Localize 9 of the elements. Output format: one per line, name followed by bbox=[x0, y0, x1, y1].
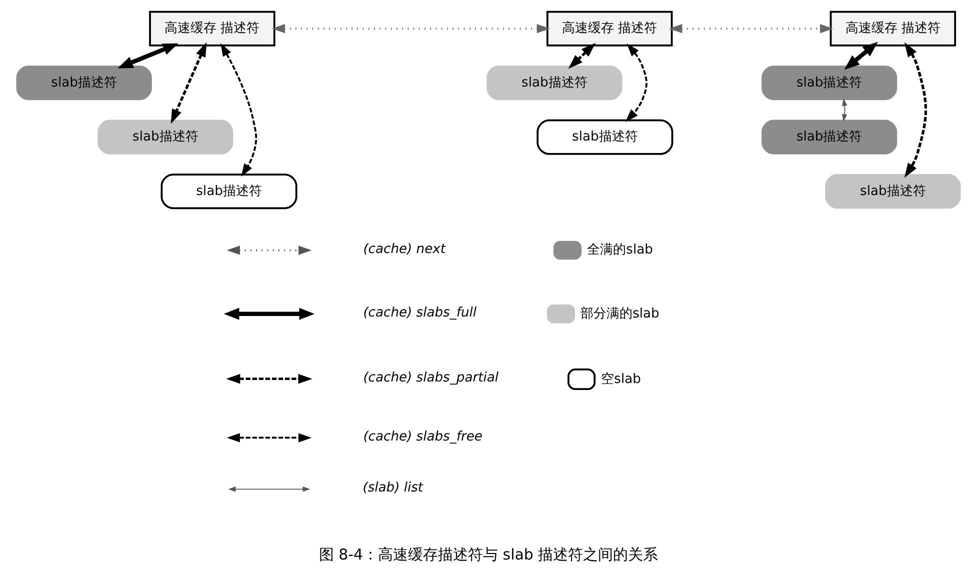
legend-label: (slab) list bbox=[362, 480, 424, 496]
legend-label: 部分满的slab bbox=[580, 306, 660, 322]
legend-label: 全满的slab bbox=[587, 242, 653, 258]
legend-label: (cache) slabs_free bbox=[363, 429, 482, 444]
caption: 图 8-4：高速缓存描述符与 slab 描述符之间的关系 bbox=[318, 546, 658, 564]
legend-label: (cache) slabs_full bbox=[363, 305, 477, 320]
legend-label: 空slab bbox=[601, 372, 641, 387]
legend-label: (cache) next bbox=[363, 242, 446, 257]
legend-label: (cache) slabs_partial bbox=[363, 370, 499, 386]
